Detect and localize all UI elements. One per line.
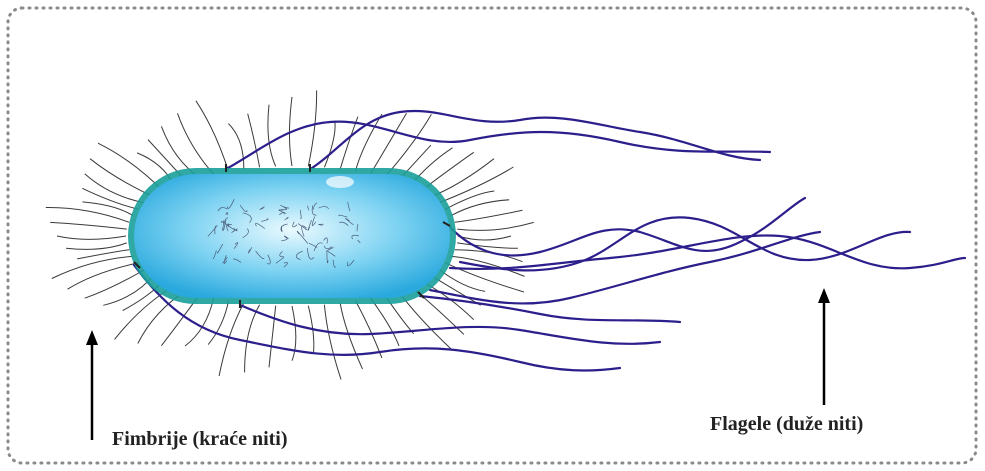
fimbria [308,90,316,166]
fimbria [248,114,260,168]
fimbria [292,306,296,361]
fimbria [457,243,518,248]
fimbria [66,243,127,249]
flagellum-7 [420,296,680,322]
fimbriae-label: Fimbrije (kraće niti) [112,428,288,450]
fimbria [455,210,523,222]
fimbria [340,303,362,369]
flagellum-6 [450,235,965,268]
fimbria [196,101,229,172]
fimbria [268,105,276,167]
arrow-up-icon [818,288,830,405]
flagella-label: Flagele (duže niti) [710,413,863,435]
fimbria [82,202,133,216]
fimbria [68,263,139,289]
fimbria [324,121,335,168]
fimbria [185,298,214,346]
fimbria [57,236,126,239]
fimbria [90,159,154,197]
fimbria [50,222,127,229]
fimbria [85,269,146,298]
fimbria [269,306,276,368]
fimbria [46,207,129,222]
flagellum-8 [240,305,660,344]
flagellum-3 [445,198,805,255]
fimbria [445,191,494,209]
arrow-up-icon [86,330,98,440]
fimbria [370,298,399,346]
bacterial-cell [128,168,456,304]
flagellum-4 [460,217,910,270]
fimbria [245,305,260,373]
fimbria [370,113,406,174]
cell-cytoplasm [134,174,450,298]
fimbria [457,222,534,230]
fimbria [324,305,341,380]
cell-highlight [326,176,354,188]
fimbria [430,159,494,197]
